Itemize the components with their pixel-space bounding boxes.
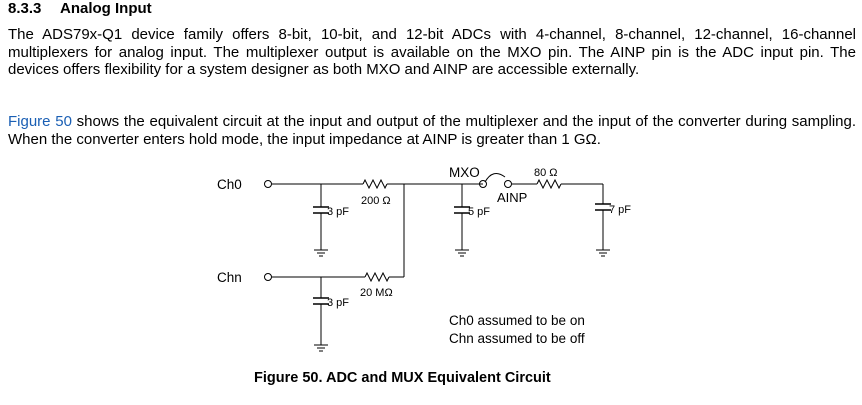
label-cap-chn: 3 pF <box>327 297 349 309</box>
section-title: Analog Input <box>60 0 152 17</box>
capacitor-plates <box>313 203 611 305</box>
label-resistor-20m: 20 MΩ <box>360 287 393 299</box>
circuit-wires <box>264 172 604 345</box>
label-ch0: Ch0 <box>217 177 242 192</box>
label-ainp: AINP <box>497 190 527 205</box>
paragraph-figure-reference-text: shows the equivalent circuit at the inpu… <box>8 113 857 148</box>
mux-switch-contact-right <box>504 180 512 188</box>
label-resistor-80: 80 Ω <box>534 167 558 179</box>
paragraph-analog-input: The ADS79x-Q1 device family offers 8-bit… <box>8 26 856 78</box>
ch0-terminal <box>264 180 272 188</box>
resistor-20-mohm <box>364 271 390 283</box>
figure-caption: Figure 50. ADC and MUX Equivalent Circui… <box>254 370 551 386</box>
chn-terminal <box>264 273 272 281</box>
label-cap-ainp: 7 pF <box>609 204 631 216</box>
label-cap-ch0: 3 pF <box>327 206 349 218</box>
ground-icon <box>314 249 610 352</box>
label-resistor-200: 200 Ω <box>361 195 391 207</box>
label-cap-mxo: 5 pF <box>468 206 490 218</box>
mux-switch-contact-left <box>479 180 487 188</box>
resistor-200-ohm <box>362 178 388 190</box>
resistor-80-ohm <box>536 178 562 190</box>
label-chn: Chn <box>217 270 242 285</box>
figure-50-link[interactable]: Figure 50 <box>8 113 72 130</box>
note-ch0-on: Ch0 assumed to be on <box>449 313 585 328</box>
note-chn-off: Chn assumed to be off <box>449 331 585 346</box>
label-mxo: MXO <box>449 165 480 180</box>
paragraph-figure-reference: Figure 50 shows the equivalent circuit a… <box>8 113 856 148</box>
section-number: 8.3.3 <box>8 0 42 17</box>
section-heading: 8.3.3 Analog Input <box>8 0 152 17</box>
mux-switch-arm <box>484 172 506 183</box>
